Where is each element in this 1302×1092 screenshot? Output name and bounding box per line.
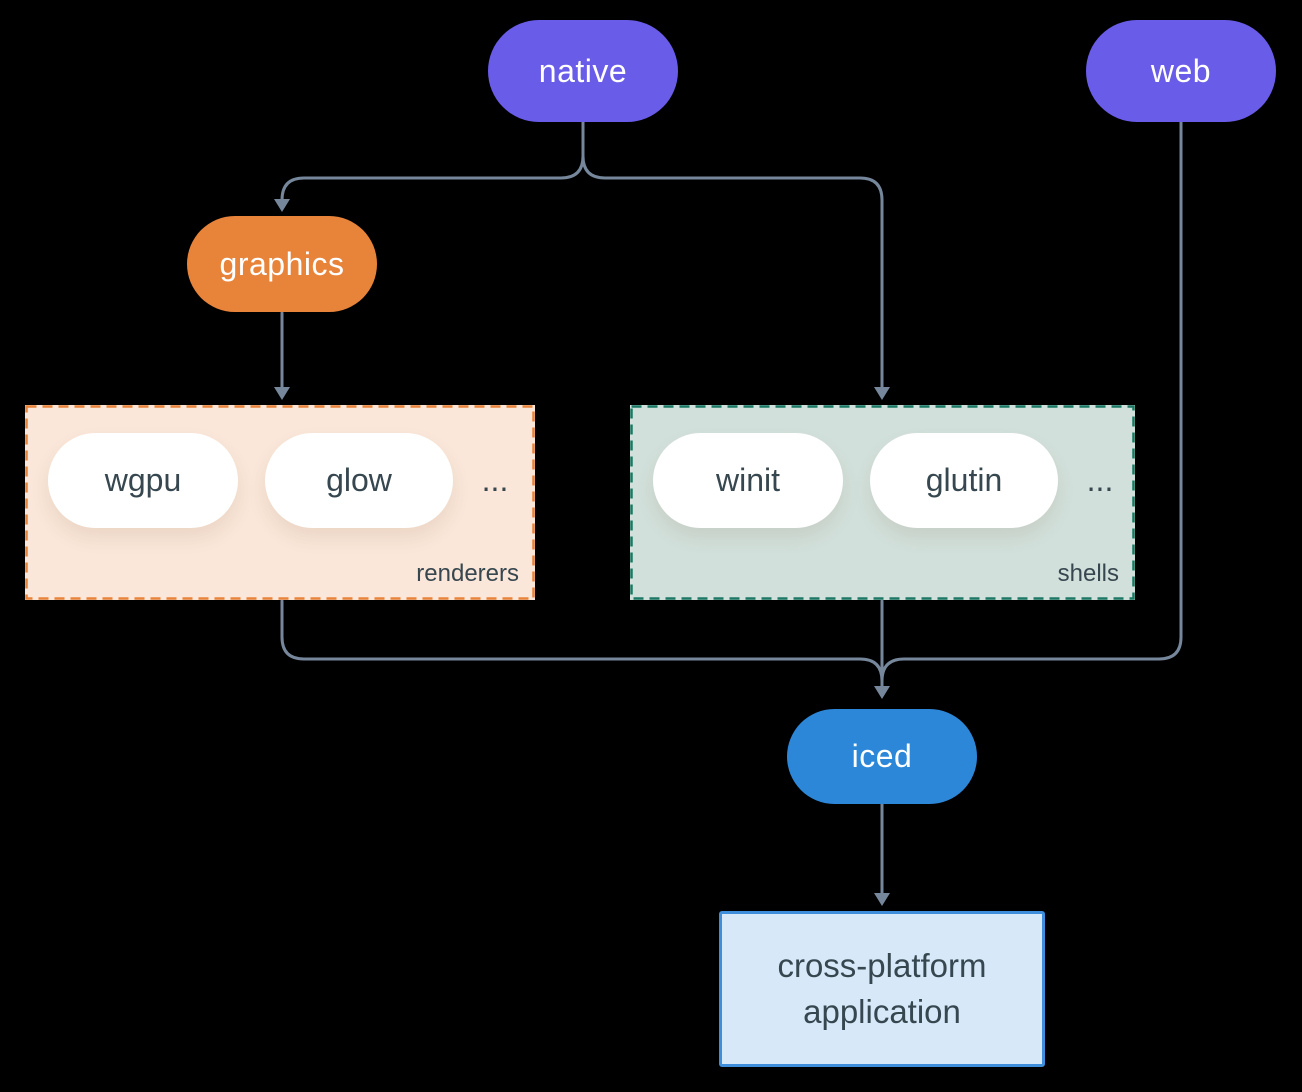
group-shells-label: shells: [1057, 560, 1119, 587]
group-shells: winit glutin ... shells: [630, 405, 1135, 600]
node-native-label: native: [538, 52, 628, 89]
arrowhead-shells: [874, 387, 890, 400]
node-iced-label: iced: [851, 738, 913, 774]
edge-native-shells: [581, 120, 884, 389]
arrowhead-renderers: [274, 387, 290, 400]
edge-web-iced: [880, 120, 1183, 683]
pill-wgpu: wgpu: [48, 433, 238, 528]
node-web-label: web: [1150, 52, 1212, 89]
edge-native-graphics: [280, 120, 585, 202]
node-graphics-label: graphics: [219, 245, 345, 282]
group-renderers: wgpu glow ... renderers: [25, 405, 535, 600]
edge-renderers-iced: [280, 599, 884, 683]
shells-ellipsis: ...: [1086, 462, 1114, 498]
arrowhead-iced: [874, 686, 890, 699]
pill-wgpu-label: wgpu: [104, 462, 182, 498]
group-renderers-label: renderers: [416, 560, 519, 587]
pill-glutin-label: glutin: [925, 462, 1003, 498]
node-web: web: [1086, 20, 1276, 122]
pill-glutin: glutin: [870, 433, 1058, 528]
renderers-ellipsis: ...: [481, 462, 509, 498]
node-native: native: [488, 20, 678, 122]
pill-winit-label: winit: [715, 462, 780, 498]
arrowhead-graphics: [274, 199, 290, 212]
arrowhead-application: [874, 893, 890, 906]
pill-winit: winit: [653, 433, 843, 528]
pill-glow-label: glow: [326, 462, 392, 498]
node-iced: iced: [787, 709, 977, 804]
pill-glow: glow: [265, 433, 453, 528]
node-graphics: graphics: [187, 216, 377, 312]
node-cross-platform-application: cross-platform application: [719, 911, 1045, 1067]
app-label-line2: application: [803, 993, 961, 1030]
app-label-line1: cross-platform: [777, 946, 987, 984]
